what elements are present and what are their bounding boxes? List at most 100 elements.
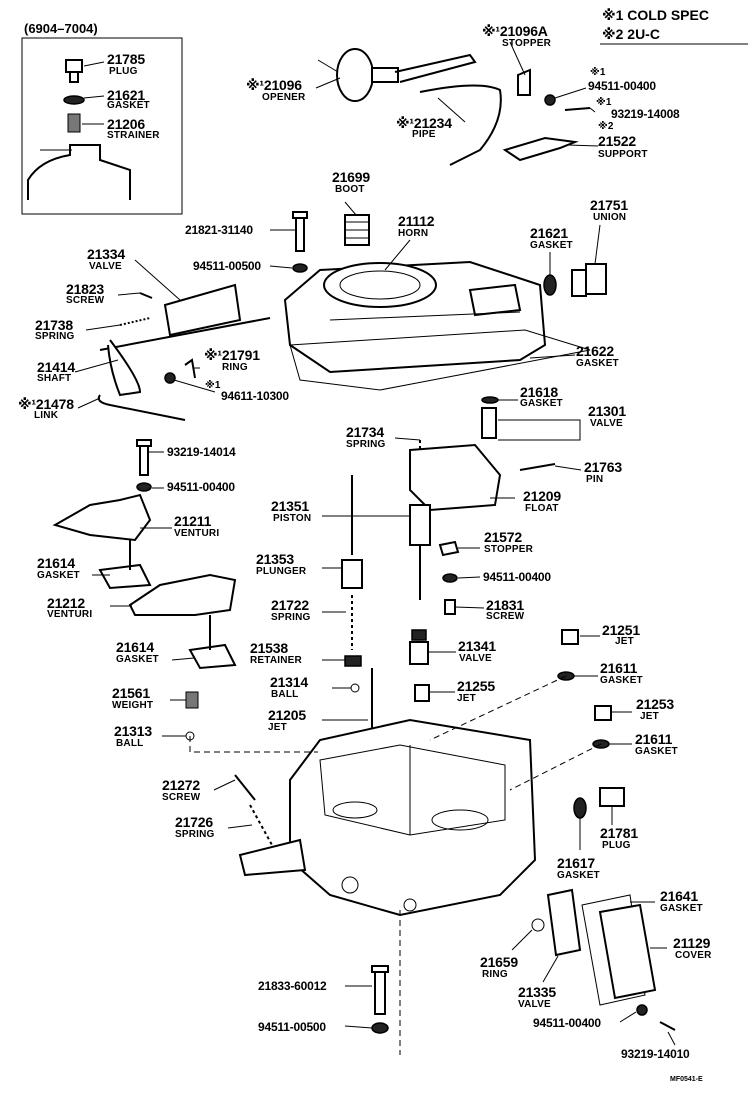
plug-21781-num: 21781	[600, 825, 638, 841]
pn-93219-14008-mark: ※1	[596, 97, 612, 108]
screw-21823-shape	[139, 292, 153, 299]
spring-21722-name: SPRING	[271, 612, 311, 623]
pn-93219-14008: 93219-14008	[611, 107, 680, 121]
inset-plug-num: 21785	[107, 51, 145, 67]
spring-21726-num: 21726	[175, 814, 213, 830]
cover-shape	[598, 903, 657, 1000]
ring-21659-shape	[531, 918, 545, 932]
valve-21341-name: VALVE	[459, 653, 492, 664]
valve-21335-shape	[546, 888, 582, 957]
support-num: 21522	[598, 133, 636, 149]
gasket-21641-shape	[581, 894, 646, 1006]
venturi-21212-num: 21212	[47, 595, 85, 611]
screw-21831-shape	[444, 599, 456, 615]
figure-code: MF0541-E	[670, 1076, 703, 1083]
pin-num: 21763	[584, 459, 622, 475]
valve-21301-name: VALVE	[590, 418, 623, 429]
gasket-21614-b-name: GASKET	[116, 654, 159, 665]
weight-name: WEIGHT	[112, 700, 154, 711]
gasket-21622-shape	[289, 329, 591, 391]
gasket-21622-num: 21622	[576, 343, 614, 359]
washer-bottom-right	[636, 1004, 648, 1016]
inset-plug-shape	[65, 59, 83, 83]
pin-name: PIN	[586, 474, 604, 485]
ring-21791-shape	[184, 358, 196, 379]
support-shape	[502, 136, 579, 162]
weight-num: 21561	[112, 685, 150, 701]
screw-shape	[564, 107, 591, 111]
shaft-num: 21414	[37, 359, 75, 375]
inset-strainer-name: STRAINER	[107, 130, 160, 141]
pn-94511-00400-mid: 94511-00400	[167, 480, 235, 494]
piston-num: 21351	[271, 498, 309, 514]
inset-plug-name: PLUG	[109, 66, 138, 77]
screw-21831-name: SCREW	[486, 611, 525, 622]
gasket-21614-a-name: GASKET	[37, 570, 80, 581]
screw-21272-num: 21272	[162, 777, 200, 793]
float-num: 21209	[523, 488, 561, 504]
pn-93219-14010: 93219-14010	[621, 1047, 690, 1061]
jet-21251-name: JET	[615, 636, 634, 647]
gasket-21641-name: GASKET	[660, 903, 703, 914]
boot-name: BOOT	[335, 184, 365, 195]
horn-shape	[283, 260, 547, 374]
retainer-num: 21538	[250, 640, 288, 656]
guide-lines	[189, 736, 318, 753]
ring-21659-num: 21659	[480, 954, 518, 970]
jet-21253-name: JET	[640, 711, 659, 722]
ball-21314-shape	[350, 683, 360, 693]
valve-21334-shape	[163, 283, 242, 337]
stopper-21572-name: STOPPER	[484, 544, 534, 555]
gasket-21618-name: GASKET	[520, 398, 563, 409]
ring-21791-num: ※¹21791	[204, 347, 260, 363]
pn-94511-00500-top: 94511-00500	[193, 259, 261, 273]
valve-21334-num: 21334	[87, 246, 125, 262]
legend-mark1: ※1 COLD SPEC	[602, 7, 709, 23]
pipe-num: ※¹21234	[396, 115, 452, 131]
plunger-shape	[341, 559, 363, 589]
lever-shape	[107, 339, 142, 397]
retainer-shape	[344, 655, 362, 667]
plug-21781-name: PLUG	[602, 840, 631, 851]
plunger-name: PLUNGER	[256, 566, 307, 577]
piston-21351-column	[409, 504, 431, 600]
boot-num: 21699	[332, 169, 370, 185]
ball-21313-name: BALL	[116, 738, 144, 749]
pn-94611-10300: 94611-10300	[221, 389, 289, 403]
inset-box	[21, 37, 183, 215]
washer-right-shape	[442, 573, 458, 583]
union-name: UNION	[593, 212, 627, 223]
valve-21341-shape	[409, 629, 429, 665]
stopper-21096a-num: ※¹21096A	[482, 23, 548, 39]
spring-21722-num: 21722	[271, 597, 309, 613]
support-mark: ※2	[598, 121, 614, 132]
plug-21781-shape	[599, 787, 625, 807]
gasket-21614-b-num: 21614	[116, 639, 154, 655]
jet-21253-num: 21253	[636, 696, 674, 712]
opener-shape	[317, 48, 477, 102]
opener-num: ※¹21096	[246, 77, 302, 93]
stopper-21096a-name: STOPPER	[502, 38, 552, 49]
screw-21823-name: SCREW	[66, 295, 105, 306]
support-name: SUPPORT	[598, 149, 648, 160]
jet-21255-num: 21255	[457, 678, 495, 694]
pn-21821-31140: 21821-31140	[185, 223, 253, 237]
horn-name: HORN	[398, 228, 429, 239]
screw-21821-shape	[292, 211, 308, 252]
gasket-21621-shape	[543, 274, 557, 296]
valve-21335-num: 21335	[518, 984, 556, 1000]
screw-21823-num: 21823	[66, 281, 104, 297]
float-shape	[409, 443, 502, 512]
inset-gasket-num: 21621	[107, 87, 145, 103]
venturi-21211-num: 21211	[174, 513, 212, 529]
valve-21301-num: 21301	[588, 403, 626, 419]
ball-21313-num: 21313	[114, 723, 152, 739]
screw-21831-num: 21831	[486, 597, 524, 613]
pn-94511-00500-bottom: 94511-00500	[258, 1020, 326, 1034]
pn-94611-10300-mark: ※1	[205, 380, 221, 391]
union-shape	[571, 263, 607, 297]
gasket-21614-a-num: 21614	[37, 555, 75, 571]
stopper-21572-num: 21572	[484, 529, 522, 545]
venturi-21211-name: VENTURI	[174, 528, 220, 539]
